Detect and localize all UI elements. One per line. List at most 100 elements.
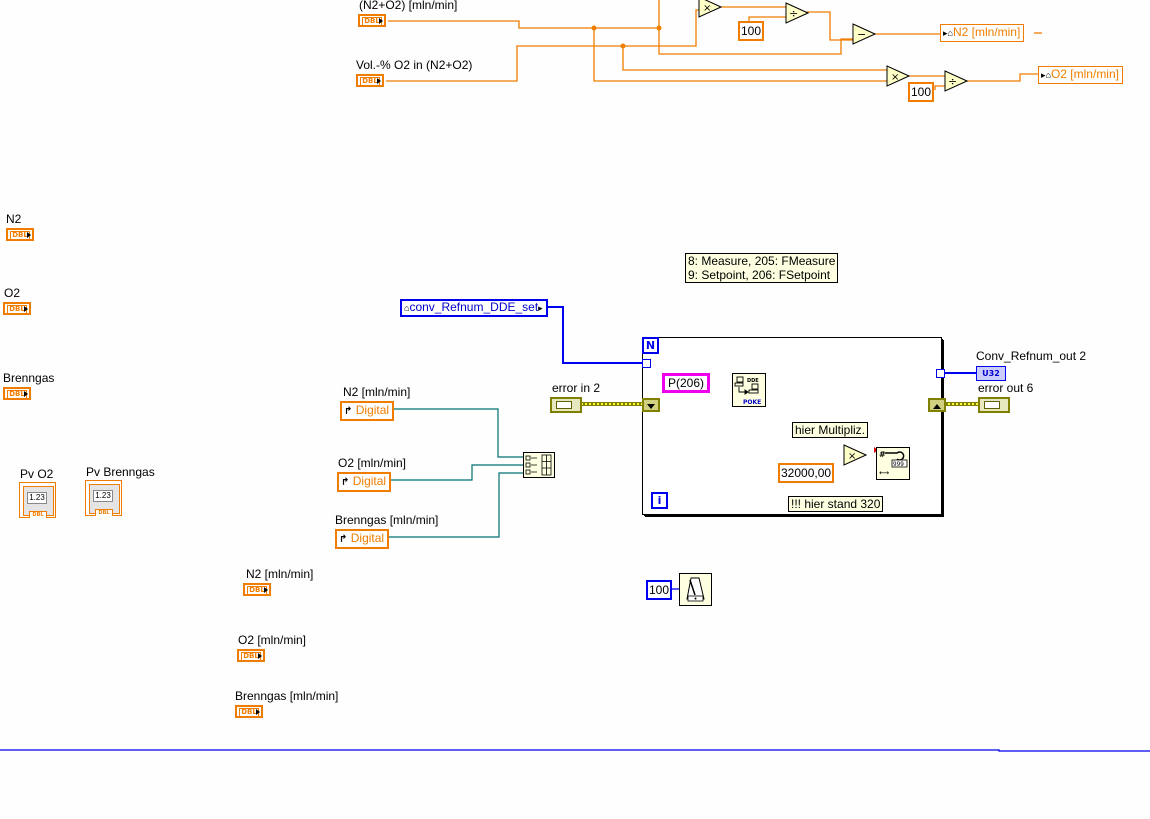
pv-brenngas-indicator[interactable]: 1.23 DBL xyxy=(85,480,122,516)
refnum-out-label: Conv_Refnum_out 2 xyxy=(976,349,1087,363)
output-arrow-icon xyxy=(256,709,260,715)
error-out-terminal[interactable] xyxy=(978,397,1010,413)
pv-brenngas-label: Pv Brenngas xyxy=(86,465,155,479)
constant-100-o2[interactable]: 100 xyxy=(908,82,935,102)
number-to-string-icon: # 999 ⟷ xyxy=(879,450,908,477)
n2-terminal[interactable]: DBL xyxy=(6,228,34,241)
error-in-label: error in 2 xyxy=(552,381,601,395)
total-flow-label: (N2+O2) [mln/min] xyxy=(359,0,458,12)
write-arrow-icon: ▸⌂ xyxy=(943,28,953,38)
n2-digital-label: N2 [mln/min] xyxy=(343,385,411,399)
o2-mln-label: O2 [mln/min] xyxy=(238,633,307,647)
wire-100-to-div-n2 xyxy=(748,16,786,22)
wait-ms-node[interactable] xyxy=(679,573,712,606)
wire-refnum-in xyxy=(543,306,643,364)
dde-poke-icon: DDE POKE xyxy=(734,376,761,406)
output-arrow-icon xyxy=(24,306,28,312)
o2-mln-terminal[interactable]: DBL xyxy=(237,649,265,662)
local-var-o2[interactable]: ▸⌂O2 [mln/min] xyxy=(1038,66,1123,84)
output-arrow-icon xyxy=(258,653,262,659)
error-in-terminal[interactable] xyxy=(550,397,582,413)
wire-o2-digital xyxy=(390,464,524,481)
multiply-icon: × xyxy=(703,3,711,14)
shift-register-right[interactable] xyxy=(928,398,946,412)
subtract-icon: − xyxy=(857,28,866,41)
brenngas-mln-label: Brenngas [mln/min] xyxy=(235,689,339,703)
refnum-tunnel-out xyxy=(936,369,945,378)
n2-mln-label: N2 [mln/min] xyxy=(246,567,314,581)
wire-bottom-blue xyxy=(0,749,1150,752)
old-value-comment: !!! hier stand 320 xyxy=(788,496,884,512)
svg-text:#: # xyxy=(879,450,886,459)
brenngas-digital-node[interactable]: ↱ Digital xyxy=(335,529,390,549)
dde-poke-subvi[interactable]: DDE POKE xyxy=(732,373,766,407)
output-arrow-icon xyxy=(377,78,381,84)
constant-100-n2[interactable]: 100 xyxy=(738,21,765,41)
refnum-out-terminal[interactable]: U32 xyxy=(976,366,1006,381)
brenngas-mln-terminal[interactable]: DBL xyxy=(235,705,263,718)
scale-factor-constant[interactable]: 32000,00 xyxy=(778,463,835,483)
for-loop-shadow xyxy=(644,339,943,516)
o2-label: O2 xyxy=(4,286,21,300)
write-arrow-icon: ▸⌂ xyxy=(1041,70,1051,80)
loop-count-terminal[interactable]: N xyxy=(642,337,659,354)
subtract-node[interactable]: − xyxy=(852,23,876,45)
local-var-refnum[interactable]: ⌂conv_Refnum_DDE_set▸ xyxy=(400,299,548,317)
output-arrow-icon xyxy=(24,391,28,397)
brenngas-digital-label: Brenngas [mln/min] xyxy=(335,513,439,527)
number-to-string-node[interactable]: # 999 ⟷ xyxy=(876,447,910,480)
multiply-node-scale[interactable]: × xyxy=(843,444,867,466)
refnum-tunnel-in xyxy=(642,359,651,368)
multiply-icon: × xyxy=(891,72,899,83)
multiply-node-n2[interactable]: × xyxy=(698,0,722,18)
wire-100-to-div-o2 xyxy=(934,85,945,90)
divide-node-o2[interactable]: ÷ xyxy=(944,70,968,92)
o2-terminal[interactable]: DBL xyxy=(3,302,31,315)
pv-o2-indicator[interactable]: 1.23 DBL xyxy=(19,482,56,518)
error-out-label: error out 6 xyxy=(978,381,1034,395)
reference-icon: ↱ xyxy=(341,477,350,488)
wire-total-flow-to-subtract xyxy=(658,28,853,55)
vol-pct-label: Vol.-% O2 in (N2+O2) xyxy=(356,58,473,72)
multiply-comment: hier Multipliz. xyxy=(792,422,869,438)
bundle-array-node[interactable] xyxy=(523,452,555,478)
o2-digital-label: O2 [mln/min] xyxy=(338,456,407,470)
wire-n2-digital xyxy=(392,408,524,458)
svg-text:999: 999 xyxy=(893,461,904,468)
multiply-node-o2[interactable]: × xyxy=(886,65,910,87)
wire-vol-pct xyxy=(386,9,700,82)
shift-register-left[interactable] xyxy=(642,398,660,412)
o2-digital-node[interactable]: ↱ Digital xyxy=(337,472,392,492)
wire-vol-pct-branch xyxy=(622,46,887,71)
vol-pct-terminal[interactable]: DBL xyxy=(356,74,384,87)
output-arrow-icon xyxy=(264,587,268,593)
reference-icon: ↱ xyxy=(339,534,348,545)
wire-div-to-o2 xyxy=(965,73,1038,82)
loop-iteration-terminal[interactable]: i xyxy=(651,492,668,509)
pv-o2-label: Pv O2 xyxy=(20,467,54,481)
svg-text:DDE: DDE xyxy=(747,378,759,384)
dde-codes-comment: 8: Measure, 205: FMeasure 9: Setpoint, 2… xyxy=(685,253,839,283)
metronome-icon xyxy=(686,577,705,602)
n2-mln-terminal[interactable]: DBL xyxy=(243,583,271,596)
wire-total-flow xyxy=(388,20,659,29)
svg-text:POKE: POKE xyxy=(743,399,761,406)
n2-label: N2 xyxy=(6,212,22,226)
wire-div-to-sub xyxy=(806,11,853,41)
output-arrow-icon xyxy=(27,232,31,238)
output-arrow-icon: ▸ xyxy=(538,303,543,313)
local-var-n2[interactable]: ▸⌂N2 [mln/min] xyxy=(940,24,1025,42)
wait-ms-constant[interactable]: 100 xyxy=(646,580,673,600)
divide-icon: ÷ xyxy=(948,75,957,88)
total-flow-terminal[interactable]: DBL xyxy=(358,14,386,27)
output-arrow-icon xyxy=(379,18,383,24)
multiply-icon: × xyxy=(848,451,856,462)
svg-text:⟷: ⟷ xyxy=(879,469,889,477)
dde-item-constant[interactable]: P(206) xyxy=(662,373,711,393)
home-icon: ⌂ xyxy=(404,303,410,313)
brenngas-terminal[interactable]: DBL xyxy=(3,387,31,400)
n2-digital-node[interactable]: ↱ Digital xyxy=(340,401,395,421)
divide-node-n2[interactable]: ÷ xyxy=(785,2,809,24)
divide-icon: ÷ xyxy=(789,7,798,20)
for-loop-shadow xyxy=(645,340,944,517)
